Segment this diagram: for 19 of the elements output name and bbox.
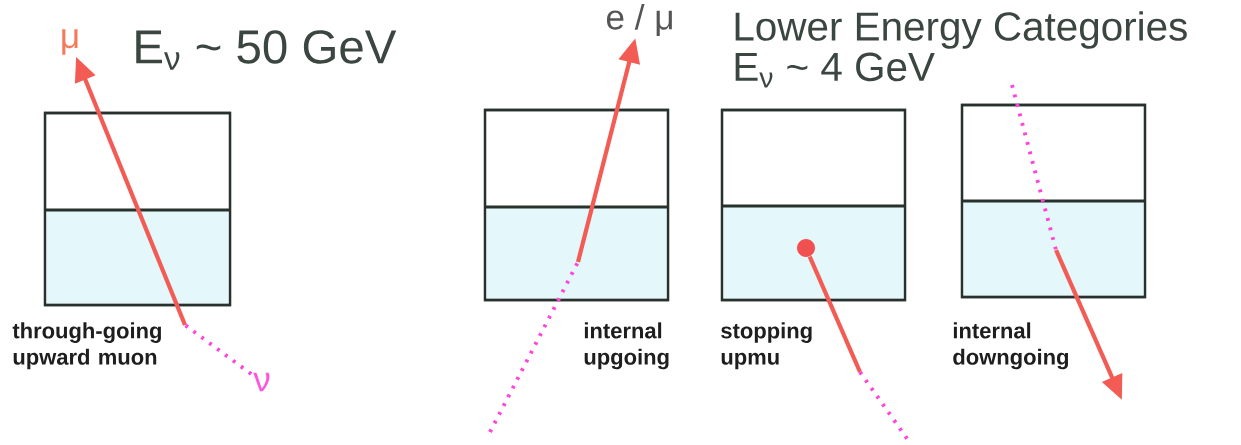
track-line	[1010, 84, 1058, 251]
node-label: stopping upmu	[721, 322, 812, 370]
node-label: internal upgoing	[584, 322, 669, 370]
track-line	[807, 255, 910, 442]
detector-box	[43, 111, 232, 307]
particle-label: e / μ	[606, 3, 672, 37]
detector-box	[720, 108, 907, 302]
track-line	[488, 261, 580, 433]
detector-box	[960, 103, 1147, 299]
heading: E$_{ν}$ ~ 50 GeV	[136, 30, 397, 70]
heading: E$_{ν}$ ~ 4 GeV	[735, 52, 935, 88]
node-label: through-going upward muon	[12, 322, 161, 370]
node-label: internal downgoing	[953, 322, 1069, 370]
particle-label: μ	[62, 29, 78, 55]
track-line	[183, 323, 253, 376]
heading: Lower Energy Categories	[735, 11, 1187, 49]
detector-box	[483, 108, 670, 302]
particle-label: ν	[253, 372, 270, 392]
vertex-dot	[797, 239, 815, 257]
